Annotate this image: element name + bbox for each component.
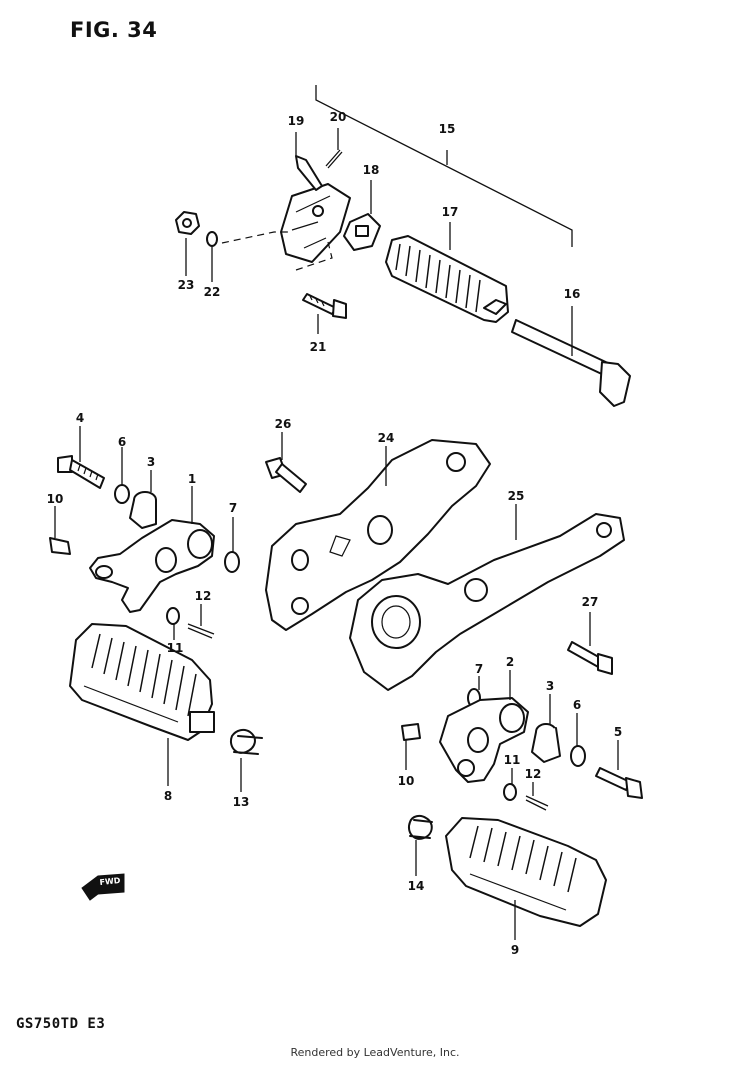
callout-19: 19 (287, 114, 305, 128)
spring-14 (408, 814, 433, 840)
callout-3-right: 3 (545, 679, 555, 693)
callout-10-right: 10 (397, 774, 415, 788)
assembly-line-upper (221, 231, 288, 244)
footrest-bracket-25 (349, 513, 625, 691)
callout-24: 24 (377, 431, 395, 445)
pin-10-left (49, 537, 71, 555)
assembly-bracket-15 (315, 85, 573, 247)
callout-14: 14 (407, 879, 425, 893)
callout-16: 16 (563, 287, 581, 301)
callout-22: 22 (203, 285, 221, 299)
callout-1: 1 (187, 472, 197, 486)
washer-6-right (570, 745, 586, 767)
callout-5: 5 (613, 725, 623, 739)
nut-23 (175, 211, 200, 235)
callout-11-right: 11 (503, 753, 521, 767)
bushing-3-left (129, 499, 157, 529)
washer-11-right (503, 783, 517, 801)
footrest-shaft-16 (511, 319, 631, 407)
footrest-rubber-8 (69, 623, 215, 741)
callout-18: 18 (362, 163, 380, 177)
callout-13: 13 (232, 795, 250, 809)
callout-15: 15 (438, 122, 456, 136)
footrest-bracket-2 (439, 697, 529, 783)
footrest-bracket-1 (89, 519, 215, 613)
callout-26: 26 (274, 417, 292, 431)
callout-8: 8 (163, 789, 173, 803)
bolt-27 (567, 641, 613, 675)
callout-11-left: 11 (166, 641, 184, 655)
callout-20: 20 (329, 110, 347, 124)
callout-25: 25 (507, 489, 525, 503)
callout-12-right: 12 (524, 767, 542, 781)
washer-22 (206, 231, 218, 247)
callout-10-left: 10 (46, 492, 64, 506)
cotter-pin-12-right (525, 795, 549, 811)
render-credit: Rendered by LeadVenture, Inc. (290, 1046, 460, 1059)
callout-23: 23 (177, 278, 195, 292)
cotter-pin-20 (325, 149, 343, 169)
callout-9: 9 (510, 943, 520, 957)
callout-7-right: 7 (474, 662, 484, 676)
washer-11-left (166, 607, 180, 625)
bushing-3-right (531, 727, 561, 763)
figure-title: FIG. 34 (70, 18, 158, 42)
callout-17: 17 (441, 205, 459, 219)
callout-21: 21 (309, 340, 327, 354)
callout-4: 4 (75, 411, 85, 425)
bolt-26 (265, 457, 307, 493)
callout-2: 2 (505, 655, 515, 669)
leader-lines (54, 128, 619, 940)
footrest-bracket-24 (265, 439, 491, 631)
footrest-rubber-17 (385, 235, 509, 323)
callout-3-left: 3 (146, 455, 156, 469)
footrest-hanger-upper (280, 183, 351, 263)
assembly-line-bolt21 (295, 241, 333, 271)
washer-6-left (114, 484, 130, 504)
callout-7-left: 7 (228, 501, 238, 515)
callout-6-right: 6 (572, 698, 582, 712)
cotter-pin-12-left (187, 623, 215, 639)
model-code: GS750TD E3 (16, 1016, 106, 1032)
footrest-rubber-9 (445, 817, 607, 927)
bolt-5 (595, 767, 643, 799)
bolt-21 (302, 293, 347, 319)
bolt-4 (57, 455, 105, 489)
clevis-pin-19 (295, 155, 323, 191)
forward-arrow-icon (81, 873, 125, 901)
spring-13 (230, 728, 263, 755)
callout-27: 27 (581, 595, 599, 609)
pin-10-right (401, 723, 421, 741)
callout-6-left: 6 (117, 435, 127, 449)
washer-7-left (224, 551, 240, 573)
callout-12-left: 12 (194, 589, 212, 603)
